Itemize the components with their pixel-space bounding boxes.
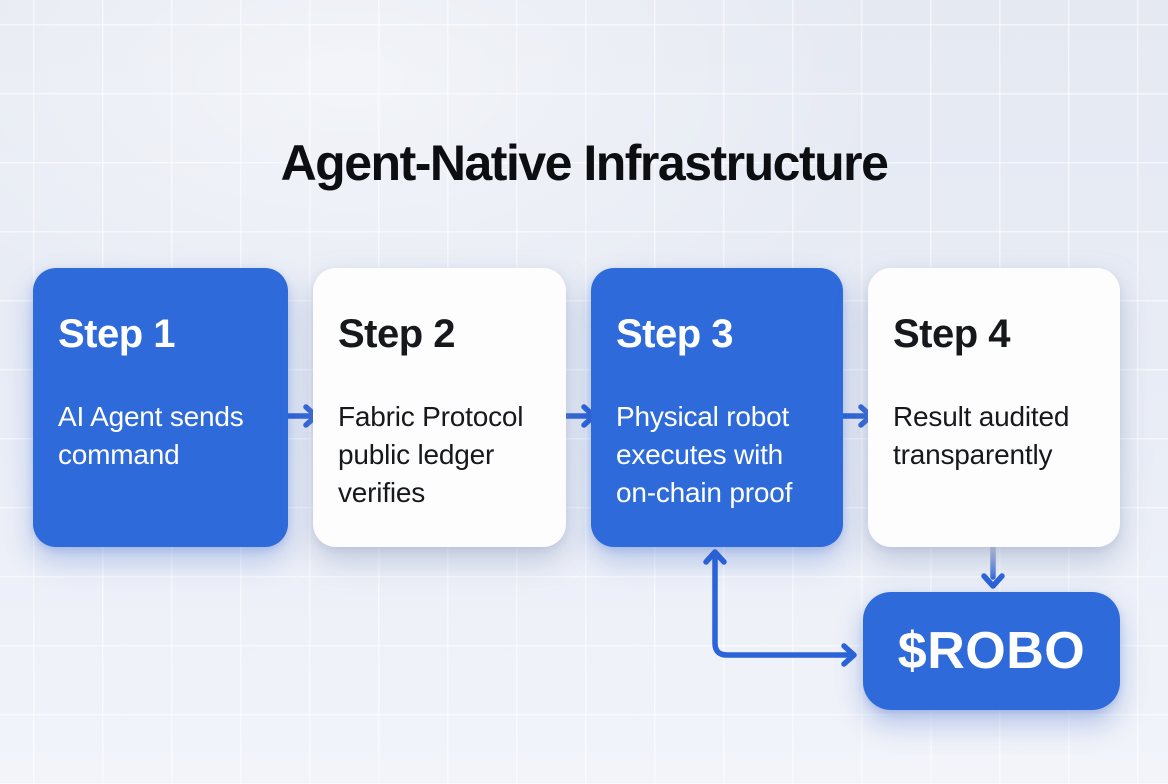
step-4-label: Step 4: [893, 312, 1011, 356]
page-title: Agent-Native Infrastructure: [280, 135, 889, 191]
elbow-connector-token-step3-icon: [703, 549, 857, 667]
step-card-1: Step 1 AI Agent sends command: [33, 268, 288, 547]
robo-token-badge: $ROBO: [863, 592, 1120, 710]
arrow-step3-to-step4-icon: [839, 404, 874, 428]
step-2-description: Fabric Protocol public ledger verifies: [338, 401, 524, 508]
step-3-description: Physical robot executes with on-chain pr…: [616, 401, 793, 508]
arrow-step1-to-step2-icon: [284, 404, 319, 428]
step-card-3: Step 3 Physical robot executes with on-c…: [591, 268, 843, 547]
step-card-4: Step 4 Result audited transparently: [868, 268, 1120, 547]
step-1-label: Step 1: [58, 312, 176, 356]
step-3-label: Step 3: [616, 312, 734, 356]
step-2-label: Step 2: [338, 312, 456, 356]
step-4-description: Result audited transparently: [893, 401, 1070, 470]
robo-token-label: $ROBO: [897, 622, 1086, 680]
arrow-step4-to-token-icon: [981, 545, 1005, 589]
step-1-description: AI Agent sends command: [58, 401, 244, 470]
arrow-step2-to-step3-icon: [562, 404, 597, 428]
step-card-2: Step 2 Fabric Protocol public ledger ver…: [313, 268, 566, 547]
